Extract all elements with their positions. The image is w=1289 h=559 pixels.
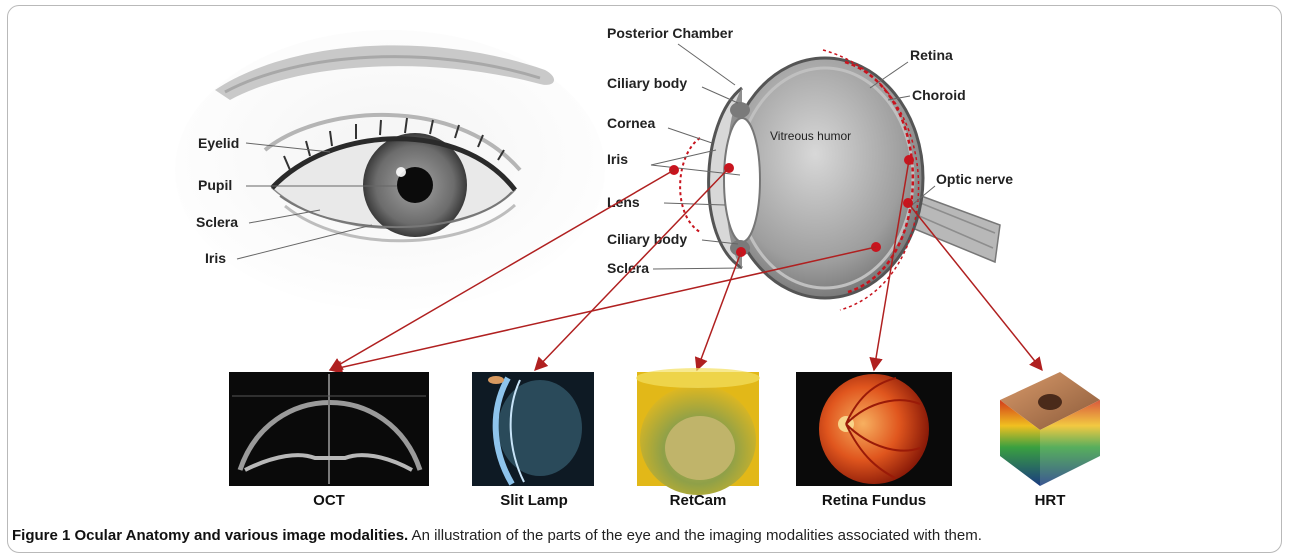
oct-image xyxy=(229,372,429,486)
label-ciliary-body-top: Ciliary body xyxy=(607,75,687,91)
label-iris-external: Iris xyxy=(205,250,226,266)
label-lens: Lens xyxy=(607,194,640,210)
label-iris-internal: Iris xyxy=(607,151,628,167)
label-cornea: Cornea xyxy=(607,115,655,131)
label-retina: Retina xyxy=(910,47,953,63)
label-eyelid: Eyelid xyxy=(198,135,239,151)
modality-label-retcam: RetCam xyxy=(670,492,727,509)
label-optic-nerve: Optic nerve xyxy=(936,171,1013,187)
caption-title: Figure 1 Ocular Anatomy and various imag… xyxy=(12,527,408,544)
modality-label-oct: OCT xyxy=(313,492,345,509)
caption-text: An illustration of the parts of the eye … xyxy=(408,527,982,544)
label-vitreous-humor: Vitreous humor xyxy=(770,129,851,143)
modality-label-slit-lamp: Slit Lamp xyxy=(500,492,568,509)
modality-label-hrt: HRT xyxy=(1035,492,1066,509)
label-choroid: Choroid xyxy=(912,87,966,103)
retcam-image xyxy=(636,368,760,495)
label-ciliary-body-bottom: Ciliary body xyxy=(607,231,687,247)
hrt-image xyxy=(1000,372,1100,486)
slit-lamp-image xyxy=(472,372,594,486)
modality-label-retina-fundus: Retina Fundus xyxy=(822,492,926,509)
label-posterior-chamber: Posterior Chamber xyxy=(607,25,734,41)
label-pupil: Pupil xyxy=(198,177,232,193)
external-eye-illustration xyxy=(175,30,605,310)
label-sclera: Sclera xyxy=(196,214,238,230)
retina-fundus-image xyxy=(796,372,952,486)
figure-caption: Figure 1 Ocular Anatomy and various imag… xyxy=(12,527,1282,544)
